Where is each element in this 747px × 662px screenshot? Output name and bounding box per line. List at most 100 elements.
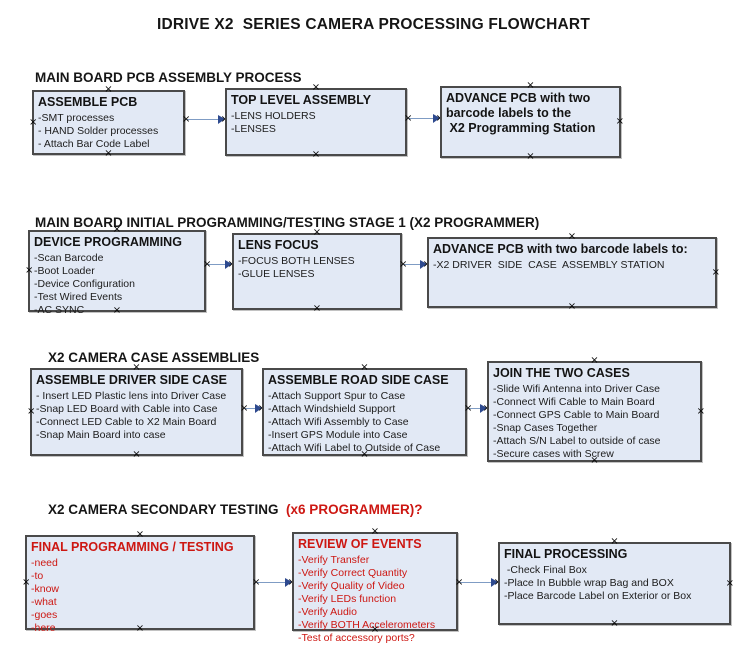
box-item: -need bbox=[31, 557, 58, 569]
connection-handle-icon: × bbox=[22, 576, 31, 588]
box-title: FINAL PROCESSING bbox=[504, 547, 628, 561]
box-title: ADVANCE PCB with two barcode labels to t… bbox=[446, 91, 596, 135]
box-title: TOP LEVEL ASSEMBLY bbox=[231, 93, 372, 107]
box-item: -AC SYNC bbox=[34, 304, 85, 316]
box-top-level-assembly: TOP LEVEL ASSEMBLY -LENS HOLDERS -LENSES… bbox=[225, 83, 407, 160]
connection-handle-icon: × bbox=[615, 116, 624, 127]
box-join-the-two-cases: JOIN THE TWO CASES -Slide Wifi Antenna i… bbox=[487, 356, 705, 466]
box-item: - Insert LED Plastic lens into Driver Ca… bbox=[36, 390, 227, 402]
connector-arrow: ×× bbox=[455, 578, 502, 588]
section-heading-text: MAIN BOARD PCB ASSEMBLY PROCESS bbox=[35, 70, 302, 85]
box-title: REVIEW OF EVENTS bbox=[298, 537, 422, 551]
arrow-head-icon bbox=[480, 404, 487, 413]
box-item: -Secure cases with Screw bbox=[493, 448, 614, 460]
arrow-line bbox=[245, 408, 257, 409]
connection-handle-icon: × bbox=[312, 303, 322, 314]
box-item: -Connect LED Cable to X2 Main Board bbox=[36, 416, 217, 428]
connection-handle-icon: × bbox=[311, 82, 321, 93]
connection-handle-icon: × bbox=[725, 577, 734, 589]
box-item: -LENSES bbox=[231, 123, 276, 135]
box-item: -Verify Correct Quantity bbox=[298, 567, 408, 579]
arrow-line bbox=[187, 119, 220, 120]
connection-handle-icon: × bbox=[526, 80, 535, 91]
arrow-line bbox=[257, 582, 287, 583]
box-item: -Attach S/N Label to outside of case bbox=[493, 435, 661, 447]
connection-handle-icon: × bbox=[567, 231, 577, 242]
connection-handle-icon: × bbox=[610, 536, 619, 547]
connection-handle-icon: × bbox=[25, 265, 34, 276]
connector-arrow: ×× bbox=[404, 114, 444, 124]
box-item: -X2 DRIVER SIDE CASE ASSEMBLY STATION bbox=[433, 259, 665, 271]
box-device-programming: DEVICE PROGRAMMING -Scan Barcode -Boot L… bbox=[25, 225, 206, 316]
box-advance-pcb-to-programming-station: ADVANCE PCB with two barcode labels to t… bbox=[440, 81, 624, 162]
box-item: -Verify LEDs function bbox=[298, 593, 397, 605]
connection-handle-icon: × bbox=[696, 405, 705, 417]
section-heading-text: X2 CAMERA SECONDARY TESTING bbox=[48, 502, 287, 517]
connection-handle-icon: × bbox=[711, 266, 720, 278]
connector-arrow: ×× bbox=[203, 260, 236, 270]
box-item: -Attach Wifi Assembly to Case bbox=[268, 416, 409, 428]
box-item: -Connect Wifi Cable to Main Board bbox=[493, 396, 655, 408]
box-item: -Test Wired Events bbox=[34, 291, 123, 303]
section-heading-case-assemblies: X2 CAMERA CASE ASSEMBLIES bbox=[33, 335, 259, 380]
section-heading-text: MAIN BOARD INITIAL PROGRAMMING/TESTING S… bbox=[35, 215, 540, 230]
box-item: -Attach Wifi Label to Outside of Case bbox=[268, 442, 441, 454]
box-item: -what bbox=[31, 596, 57, 608]
box-item: -Snap LED Board with Cable into Case bbox=[36, 403, 218, 415]
box-title: JOIN THE TWO CASES bbox=[493, 366, 630, 380]
section-heading-initial-programming: MAIN BOARD INITIAL PROGRAMMING/TESTING S… bbox=[20, 200, 539, 245]
connector-arrow: ×× bbox=[182, 115, 229, 125]
arrow-head-icon bbox=[225, 260, 232, 269]
arrow-head-icon bbox=[420, 260, 427, 269]
connection-handle-icon: × bbox=[610, 618, 619, 629]
connector-arrow: ×× bbox=[399, 260, 431, 270]
arrow-line bbox=[469, 408, 482, 409]
box-item: -Scan Barcode bbox=[34, 252, 104, 264]
box-item: -SMT processes bbox=[38, 112, 115, 124]
box-title: DEVICE PROGRAMMING bbox=[34, 235, 182, 249]
box-item: -Snap Main Board into case bbox=[36, 429, 166, 441]
box-item: -Connect GPS Cable to Main Board bbox=[493, 409, 660, 421]
box-title: ASSEMBLE DRIVER SIDE CASE bbox=[36, 373, 228, 387]
box-item: -Place Barcode Label on Exterior or Box bbox=[504, 590, 692, 602]
box-item: -goes bbox=[31, 609, 58, 621]
section-heading-pcb-assembly: MAIN BOARD PCB ASSEMBLY PROCESS bbox=[20, 55, 302, 100]
box-item: -Snap Cases Together bbox=[493, 422, 598, 434]
box-item: -Verify Quality of Video bbox=[298, 580, 405, 592]
box-item: -Check Final Box bbox=[504, 564, 587, 576]
box-lens-focus: LENS FOCUS -FOCUS BOTH LENSES -GLUE LENS… bbox=[232, 228, 402, 314]
connection-handle-icon: × bbox=[132, 449, 141, 460]
box-final-programming-testing: FINAL PROGRAMMING / TESTING -need -to -k… bbox=[22, 530, 255, 634]
section-heading-secondary-testing: X2 CAMERA SECONDARY TESTING (x6 PROGRAMM… bbox=[33, 487, 423, 532]
connection-handle-icon: × bbox=[567, 301, 577, 312]
box-title: ASSEMBLE PCB bbox=[38, 95, 138, 109]
box-item: -Insert GPS Module into Case bbox=[268, 429, 408, 441]
arrow-head-icon bbox=[285, 578, 292, 587]
box-assemble-pcb: ASSEMBLE PCB -SMT processes - HAND Solde… bbox=[29, 85, 185, 159]
box-item: -LENS HOLDERS bbox=[231, 110, 316, 122]
page-title: IDRIVE X2 SERIES CAMERA PROCESSING FLOWC… bbox=[157, 16, 590, 33]
box-item: -Test of accessory ports? bbox=[298, 632, 415, 644]
box-assemble-driver-side-case: ASSEMBLE DRIVER SIDE CASE - Insert LED P… bbox=[27, 363, 243, 460]
arrow-line bbox=[404, 264, 422, 265]
connection-handle-icon: × bbox=[590, 355, 599, 366]
arrow-head-icon bbox=[218, 115, 225, 124]
box-item: -Verify Transfer bbox=[298, 554, 370, 566]
connection-handle-icon: × bbox=[27, 406, 36, 417]
connection-handle-icon: × bbox=[311, 149, 321, 160]
box-item: -know bbox=[31, 583, 60, 595]
box-item: -to bbox=[31, 570, 44, 582]
box-assemble-road-side-case: ASSEMBLE ROAD SIDE CASE -Attach Support … bbox=[262, 363, 467, 460]
section-heading-suffix: (x6 PROGRAMMER)? bbox=[286, 502, 423, 517]
box-item: -Device Configuration bbox=[34, 278, 135, 290]
box-item: -Attach Windshield Support bbox=[268, 403, 396, 415]
box-final-processing: FINAL PROCESSING -Check Final Box -Place… bbox=[498, 537, 734, 629]
box-item: -GLUE LENSES bbox=[238, 268, 315, 280]
box-item: -Place In Bubble wrap Bag and BOX bbox=[504, 577, 674, 589]
box-item: -here bbox=[31, 622, 56, 634]
connector-arrow: ×× bbox=[240, 404, 266, 414]
box-item: -Slide Wifi Antenna into Driver Case bbox=[493, 383, 660, 395]
box-title: ADVANCE PCB with two barcode labels to: bbox=[433, 242, 688, 256]
section-heading-text: X2 CAMERA CASE ASSEMBLIES bbox=[48, 350, 260, 365]
